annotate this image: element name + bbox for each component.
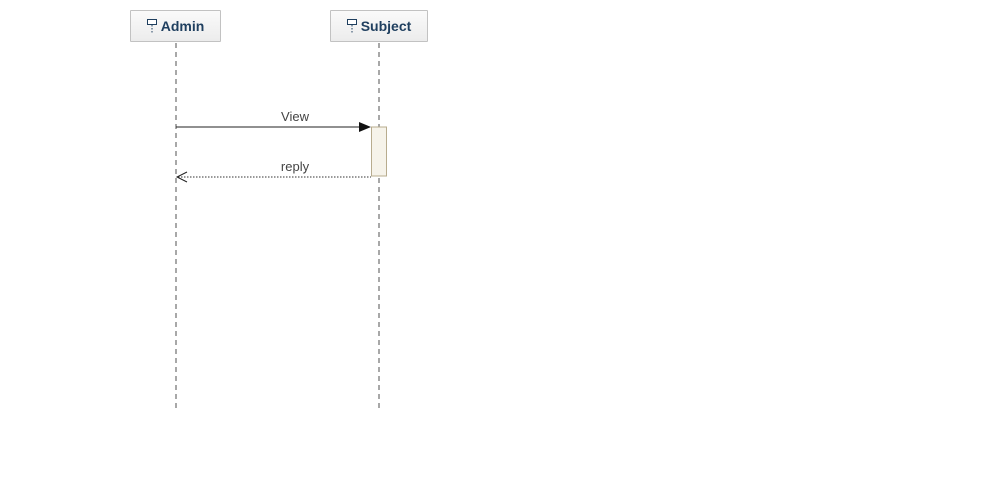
lifeline-subject-label: Subject [360, 18, 412, 34]
lifeline-icon [146, 19, 157, 33]
message-view-arrowhead [359, 122, 371, 132]
message-view-label[interactable]: View [281, 109, 309, 124]
activation-bar-subject[interactable] [371, 126, 387, 177]
lifeline-admin-label: Admin [160, 18, 205, 34]
message-reply-arrowhead [175, 171, 188, 183]
lifeline-admin-head[interactable]: Admin [130, 10, 221, 42]
lifeline-icon [346, 19, 357, 33]
message-reply-label[interactable]: reply [280, 159, 310, 174]
lifeline-subject-head[interactable]: Subject [330, 10, 428, 42]
